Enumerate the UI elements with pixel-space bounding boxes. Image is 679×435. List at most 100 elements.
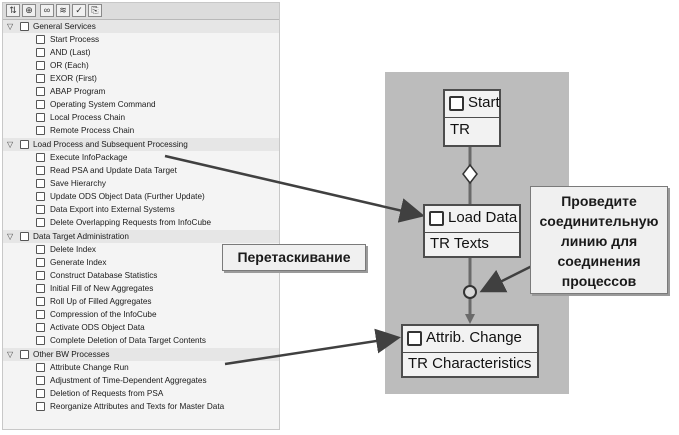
callout-line: соединения: [557, 253, 641, 269]
arrange-icon[interactable]: ⇅: [6, 4, 20, 17]
ods-update-icon: [36, 192, 45, 201]
tree-group-load-process[interactable]: ▽ Load Process and Subsequent Processing: [3, 138, 279, 151]
node-attrib-change[interactable]: Attrib. Change TR Characteristics: [401, 324, 539, 378]
start-process-icon: [36, 35, 45, 44]
collapse-icon[interactable]: ▽: [7, 22, 14, 31]
or-icon: [36, 61, 45, 70]
tree-item[interactable]: Data Export into External Systems: [3, 203, 279, 216]
trash-icon: [36, 389, 45, 398]
tree-group-label: Data Target Administration: [33, 232, 129, 241]
tree-item-label: Delete Index: [50, 245, 96, 254]
tree-item-label: Initial Fill of New Aggregates: [50, 284, 154, 293]
activate-icon: [36, 323, 45, 332]
settings-icon[interactable]: ≋: [56, 4, 70, 17]
abap-icon: [36, 87, 45, 96]
attribute-change-icon: [36, 363, 45, 372]
tree-item[interactable]: Activate ODS Object Data: [3, 321, 279, 334]
tree-item-label: Execute InfoPackage: [50, 153, 128, 162]
infopackage-icon: [429, 211, 444, 226]
tree-item[interactable]: Compression of the InfoCube: [3, 308, 279, 321]
tree-item[interactable]: Construct Database Statistics: [3, 269, 279, 282]
tree-item-label: Delete Overlapping Requests from InfoCub…: [50, 218, 212, 227]
index-icon: [36, 258, 45, 267]
tree-item[interactable]: Roll Up of Filled Aggregates: [3, 295, 279, 308]
reorganize-icon: [36, 402, 45, 411]
export-icon: [36, 205, 45, 214]
collapse-icon[interactable]: ▽: [7, 232, 14, 241]
tree-item[interactable]: EXOR (First): [3, 72, 279, 85]
trash-icon: [36, 336, 45, 345]
tree-item-label: Read PSA and Update Data Target: [50, 166, 177, 175]
trash-icon: [36, 245, 45, 254]
chain-icon[interactable]: ∞: [40, 4, 54, 17]
tree-item-execute-infopackage[interactable]: Execute InfoPackage: [3, 151, 279, 164]
tree-item[interactable]: Generate Index: [3, 256, 279, 269]
tree-item-label: Generate Index: [50, 258, 107, 267]
hierarchy-icon: [36, 179, 45, 188]
callout-drag: Перетаскивание: [222, 244, 366, 271]
tree-item-label: EXOR (First): [50, 74, 97, 83]
tree-item[interactable]: Adjustment of Time-Dependent Aggregates: [3, 374, 279, 387]
node-header: Start: [445, 91, 500, 118]
group-icon: [20, 232, 29, 241]
tree-item[interactable]: OR (Each): [3, 59, 279, 72]
check-icon[interactable]: ✓: [72, 4, 86, 17]
tree-item-label: ABAP Program: [50, 87, 106, 96]
tree-item-label: AND (Last): [50, 48, 91, 57]
tree-item-label: Data Export into External Systems: [50, 205, 175, 214]
tree-group-general-services[interactable]: ▽ General Services: [3, 20, 279, 33]
tree-item[interactable]: Complete Deletion of Data Target Content…: [3, 334, 279, 347]
tree-group-label: Other BW Processes: [33, 350, 110, 359]
tree-item-attribute-change-run[interactable]: Attribute Change Run: [3, 361, 279, 374]
tree-item[interactable]: ABAP Program: [3, 85, 279, 98]
tree-item[interactable]: Remote Process Chain: [3, 124, 279, 137]
tree-item-label: Deletion of Requests from PSA: [50, 389, 164, 398]
tree-item[interactable]: Start Process: [3, 33, 279, 46]
tree-item[interactable]: Initial Fill of New Aggregates: [3, 282, 279, 295]
callout-line: Проведите: [561, 193, 637, 209]
tree-item-label: Reorganize Attributes and Texts for Mast…: [50, 402, 225, 411]
clipboard-icon[interactable]: ⎘: [88, 4, 102, 17]
tree-item-label: Complete Deletion of Data Target Content…: [50, 336, 206, 345]
callout-line: процессов: [561, 273, 637, 289]
node-start[interactable]: Start TR: [443, 89, 501, 147]
tree-item-label: Roll Up of Filled Aggregates: [50, 297, 152, 306]
delete-requests-icon: [36, 218, 45, 227]
tree-item-label: Construct Database Statistics: [50, 271, 158, 280]
callout-connect: Проведите соединительную линию для соеди…: [530, 186, 668, 294]
tree-icon[interactable]: ⊕: [22, 4, 36, 17]
rollup-icon: [36, 297, 45, 306]
node-title: Load Data: [448, 209, 518, 226]
adjustment-icon: [36, 376, 45, 385]
node-header: Attrib. Change: [403, 326, 537, 353]
tree-item[interactable]: Delete Index: [3, 243, 279, 256]
tree-group-label: General Services: [33, 22, 96, 31]
collapse-icon[interactable]: ▽: [7, 350, 14, 359]
statistics-icon: [36, 271, 45, 280]
tree-item-label: Activate ODS Object Data: [50, 323, 145, 332]
tree-group-other-bw[interactable]: ▽ Other BW Processes: [3, 348, 279, 361]
tree-item[interactable]: Read PSA and Update Data Target: [3, 164, 279, 177]
tree-item[interactable]: Local Process Chain: [3, 111, 279, 124]
aggregate-icon: [36, 284, 45, 293]
tree-item[interactable]: Delete Overlapping Requests from InfoCub…: [3, 216, 279, 229]
tree-item-label: Local Process Chain: [50, 113, 126, 122]
local-chain-icon: [36, 113, 45, 122]
node-subtitle: TR Texts: [430, 235, 489, 252]
tree-item[interactable]: Save Hierarchy: [3, 177, 279, 190]
infopackage-icon: [36, 153, 45, 162]
tree-item[interactable]: AND (Last): [3, 46, 279, 59]
node-load-data[interactable]: Load Data TR Texts: [423, 204, 521, 258]
tree-item-label: Attribute Change Run: [50, 363, 129, 372]
tree-item[interactable]: Update ODS Object Data (Further Update): [3, 190, 279, 203]
attribute-change-icon: [407, 331, 422, 346]
tree-item-label: Adjustment of Time-Dependent Aggregates: [50, 376, 207, 385]
callout-line: соединительную: [539, 213, 659, 229]
collapse-icon[interactable]: ▽: [7, 140, 14, 149]
tree-item[interactable]: Operating System Command: [3, 98, 279, 111]
tree-item[interactable]: Reorganize Attributes and Texts for Mast…: [3, 400, 279, 413]
tree-item[interactable]: Deletion of Requests from PSA: [3, 387, 279, 400]
tree-group-data-target-admin[interactable]: ▽ Data Target Administration: [3, 230, 279, 243]
tree-item-label: OR (Each): [50, 61, 89, 70]
tree-item-label: Save Hierarchy: [50, 179, 106, 188]
